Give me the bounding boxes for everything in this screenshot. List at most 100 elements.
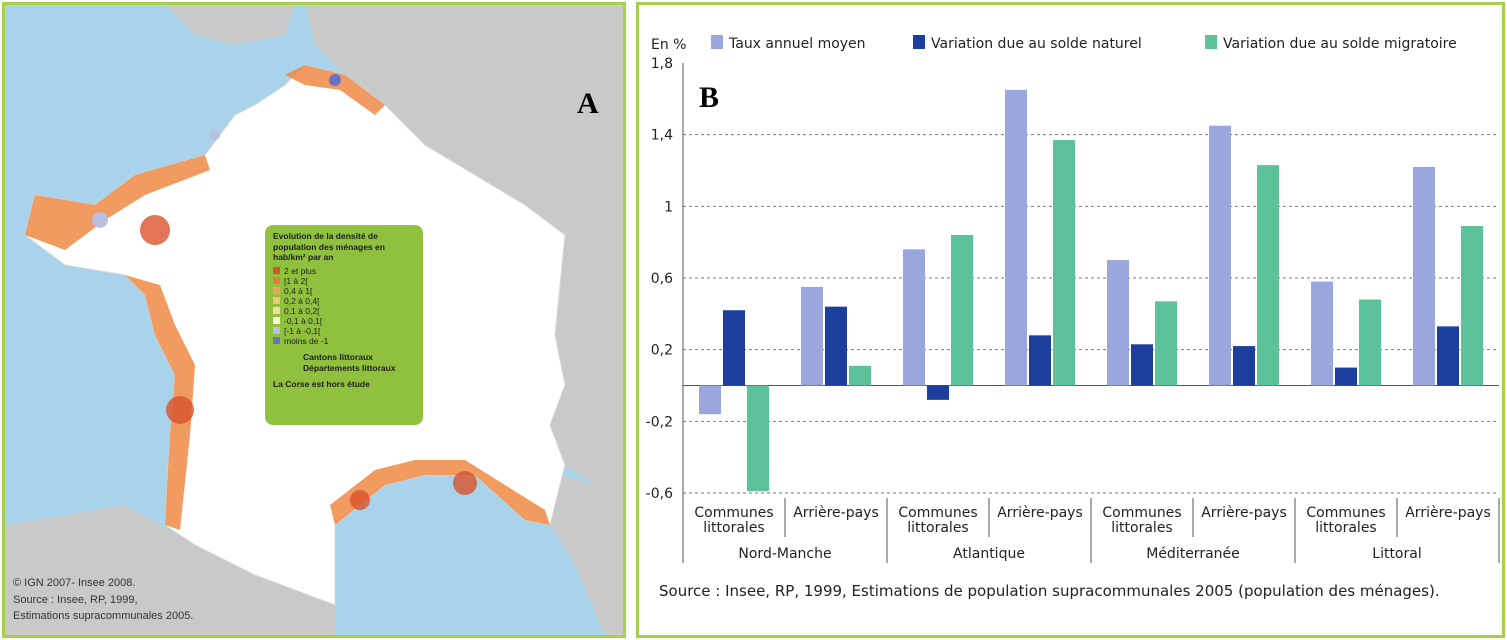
neighbor-land-italy (550, 475, 623, 635)
density-hotspot (350, 490, 370, 510)
map-credits: © IGN 2007- Insee 2008. Source : Insee, … (13, 575, 193, 625)
chart-source: Source : Insee, RP, 1999, Estimations de… (659, 582, 1440, 600)
category-label: littorales (1111, 520, 1172, 536)
y-tick-label: -0,6 (646, 486, 673, 502)
panel-letter-b: B (699, 81, 720, 114)
legend-class-label: [1 à 2[ (284, 275, 308, 286)
bar (1413, 166, 1435, 386)
category-label: Arrière-pays (997, 505, 1083, 521)
density-decline (92, 212, 108, 228)
neighbor-land-south (5, 505, 335, 635)
panel-letter-a: A (577, 87, 599, 120)
coastal-density-atlantic (125, 275, 195, 530)
bar (801, 286, 823, 386)
group-label: Nord-Manche (738, 546, 831, 562)
legend-note-departements: Départements littoraux (303, 362, 396, 373)
bar (825, 306, 847, 386)
category-label: Communes (1102, 505, 1181, 521)
legend-label: Variation due au solde migratoire (1223, 36, 1457, 52)
legend-swatch (273, 317, 280, 325)
density-decline (210, 130, 220, 140)
category-label: Arrière-pays (1201, 505, 1287, 521)
group-label: Littoral (1372, 546, 1421, 562)
group-label: Atlantique (953, 546, 1025, 562)
legend-class-label: moins de -1 (284, 335, 329, 346)
bar (1029, 335, 1051, 386)
category-label: littorales (703, 520, 764, 536)
bar (1437, 326, 1459, 386)
chart-panel: -0,6 -0,2 0,2 0,6 1 1,4 1,8 En % Taux annuel moy… (636, 2, 1505, 638)
category-label: Arrière-pays (1405, 505, 1491, 521)
bar (1311, 281, 1333, 386)
legend-class: 0,1 à 0,2[ (273, 306, 415, 316)
legend-class-label: -0,1 à 0,1[ (284, 315, 323, 326)
bar (951, 235, 973, 386)
y-tick-label: 0,2 (651, 343, 673, 359)
coastal-density-brittany (25, 155, 210, 250)
bar (1233, 346, 1255, 386)
legend-class: [1 à 2[ (273, 276, 415, 286)
category-label: littorales (1315, 520, 1376, 536)
map-panel: A Evolution de la densité de population … (2, 2, 626, 638)
credit-line: © IGN 2007- Insee 2008. (13, 577, 136, 589)
credit-line: Source : Insee, RP, 1999, (13, 593, 138, 606)
y-tick-label: -0,2 (646, 414, 673, 430)
coastal-density-mediterranean (330, 460, 550, 525)
group-label: Méditerranée (1146, 546, 1240, 562)
y-axis-label: En % (651, 37, 686, 53)
y-tick-label: 1,8 (651, 56, 673, 72)
bar (1131, 344, 1153, 386)
bar (723, 310, 745, 386)
legend-note-cantons: Cantons littoraux (303, 351, 373, 362)
legend-class-label: 2 et plus (284, 265, 317, 276)
legend-swatch (273, 307, 280, 315)
neighbor-land-east (550, 235, 623, 485)
bar (1209, 125, 1231, 386)
bar (903, 249, 925, 386)
density-hotspot (453, 471, 477, 495)
legend-swatch (1205, 35, 1217, 49)
neighbor-land-uk (165, 5, 295, 45)
map-legend: Evolution de la densité de population de… (265, 225, 423, 425)
legend-swatch (273, 337, 280, 345)
legend-title: Evolution de la densité de population de… (273, 231, 385, 263)
category-label: Communes (898, 505, 977, 521)
bar (1335, 367, 1357, 386)
legend-class: -0,1 à 0,1[ (273, 316, 415, 326)
y-tick-label: 1,4 (651, 128, 673, 144)
legend-label: Taux annuel moyen (728, 36, 866, 52)
bar-chart: -0,6 -0,2 0,2 0,6 1 1,4 1,8 En % Taux annuel moy… (646, 35, 1500, 563)
bar (1461, 226, 1483, 386)
coastal-density-north (285, 65, 385, 115)
bar (1257, 165, 1279, 386)
legend-label: Variation due au solde naturel (931, 36, 1142, 52)
y-tick-label: 1 (664, 199, 673, 215)
legend-swatch (273, 287, 280, 295)
legend-class: 2 et plus (273, 266, 415, 276)
legend-class: 0,2 à 0,4[ (273, 296, 415, 306)
legend-swatch (273, 267, 280, 275)
legend-class: [-1 à -0,1[ (273, 326, 415, 336)
legend-class: moins de -1 (273, 336, 415, 346)
legend-rows: 2 et plus[1 à 2[0,4 à 1[0,2 à 0,4[0,1 à … (273, 266, 415, 346)
bar (927, 385, 949, 400)
bar (1155, 301, 1177, 386)
legend-class-label: 0,1 à 0,2[ (284, 305, 320, 316)
legend-note-corse: La Corse est hors étude (273, 379, 370, 390)
legend-class-label: 0,4 à 1[ (284, 285, 313, 296)
legend-class-label: [-1 à -0,1[ (284, 325, 321, 336)
bar (849, 365, 871, 386)
bar (1359, 299, 1381, 386)
legend-swatch (273, 277, 280, 285)
density-hotspot (140, 215, 170, 245)
category-label: Arrière-pays (793, 505, 879, 521)
credit-line: Estimations supracommunales 2005. (13, 610, 194, 622)
legend-swatch (711, 35, 723, 49)
category-label: Communes (694, 505, 773, 521)
legend-class: 0,4 à 1[ (273, 286, 415, 296)
category-label: littorales (907, 520, 968, 536)
legend-swatch (273, 327, 280, 335)
y-tick-label: 0,6 (651, 271, 673, 287)
density-decline (329, 74, 341, 86)
bar (1053, 140, 1075, 386)
